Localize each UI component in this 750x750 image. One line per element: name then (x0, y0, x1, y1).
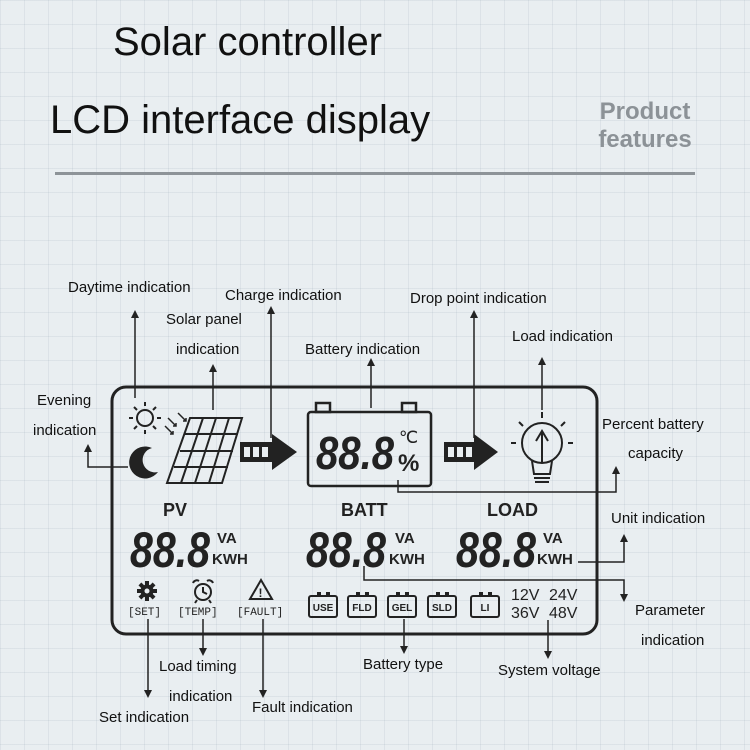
battery-type-gel: GEL (392, 603, 413, 614)
load-digits: 88.8 (456, 522, 536, 578)
callout-battery-type: Battery type (363, 656, 444, 673)
voltage-48v: 48V (549, 605, 578, 622)
charge-arrow-icon (240, 434, 297, 470)
sunray-icon (164, 412, 187, 435)
callout-set: Set indication (99, 709, 190, 726)
battery-icon (306, 401, 433, 488)
moon-icon (129, 446, 158, 479)
callout-lines (84, 306, 628, 698)
fault-label: [FAULT] (237, 607, 283, 619)
callout-fault: Fault indication (252, 699, 353, 716)
callout-daytime: Daytime indication (68, 279, 191, 296)
battery-celsius-unit: ℃ (399, 428, 418, 447)
battery-percent-unit: % (398, 450, 419, 477)
battery-type-fld: FLD (352, 603, 371, 614)
voltage-12v: 12V (511, 587, 540, 604)
gear-icon (137, 581, 157, 601)
solar-panel-icon (165, 417, 244, 484)
callout-evening-2: indication (33, 422, 97, 439)
lightbulb-icon (511, 412, 573, 483)
set-label: [SET] (128, 607, 161, 619)
sun-icon (129, 402, 161, 434)
callout-load: Load indication (512, 328, 613, 345)
callout-solar-panel-2: indication (176, 341, 240, 358)
title-line-1: Solar controller (113, 20, 383, 64)
pv-label: PV (163, 500, 187, 520)
battery-type-li: LI (481, 603, 490, 614)
callout-percent-1: Percent battery (602, 416, 704, 433)
title-line-2: LCD interface display (50, 98, 431, 142)
pv-unit-kwh: KWH (212, 551, 248, 568)
callout-percent-2: capacity (628, 445, 684, 462)
batt-label: BATT (341, 500, 388, 520)
warning-icon: ! (248, 578, 274, 600)
batt-unit-kwh: KWH (389, 551, 425, 568)
svg-text:!: ! (259, 586, 263, 600)
pv-digits: 88.8 (130, 522, 210, 578)
load-unit-va: VA (543, 530, 563, 547)
callout-battery: Battery indication (305, 341, 421, 358)
lcd-frame (110, 385, 599, 636)
callout-drop-point: Drop point indication (410, 290, 547, 307)
voltage-24v: 24V (549, 587, 578, 604)
badge-line-1: Product (599, 98, 691, 125)
battery-type-use: USE (313, 603, 334, 614)
batt-unit-va: VA (395, 530, 415, 547)
header-divider (55, 172, 695, 175)
load-label: LOAD (487, 500, 538, 520)
battery-type-sld: SLD (432, 603, 452, 614)
callout-evening-1: Evening (37, 392, 92, 409)
load-unit-kwh: KWH (537, 551, 573, 568)
callout-unit: Unit indication (611, 510, 706, 527)
batt-param-digits: 88.8 (306, 522, 386, 578)
battery-type-boxes (308, 595, 500, 618)
pv-unit-va: VA (217, 530, 237, 547)
alarm-clock-icon (192, 579, 214, 604)
temp-label: [TEMP] (178, 607, 218, 619)
callout-solar-panel-1: Solar panel (166, 311, 242, 328)
callout-system-voltage: System voltage (498, 662, 601, 679)
drop-point-arrow-icon (444, 434, 498, 470)
callout-parameter-2: indication (641, 632, 705, 649)
callout-charge: Charge indication (225, 287, 342, 304)
voltage-36v: 36V (511, 605, 540, 622)
badge-line-2: features (598, 126, 692, 153)
callout-parameter-1: Parameter (635, 602, 706, 619)
product-features-badge: Product features (590, 98, 700, 154)
callout-load-timing-1: Load timing (159, 658, 237, 675)
callout-load-timing-2: indication (169, 688, 233, 705)
battery-digits: 88.8 (316, 427, 394, 479)
